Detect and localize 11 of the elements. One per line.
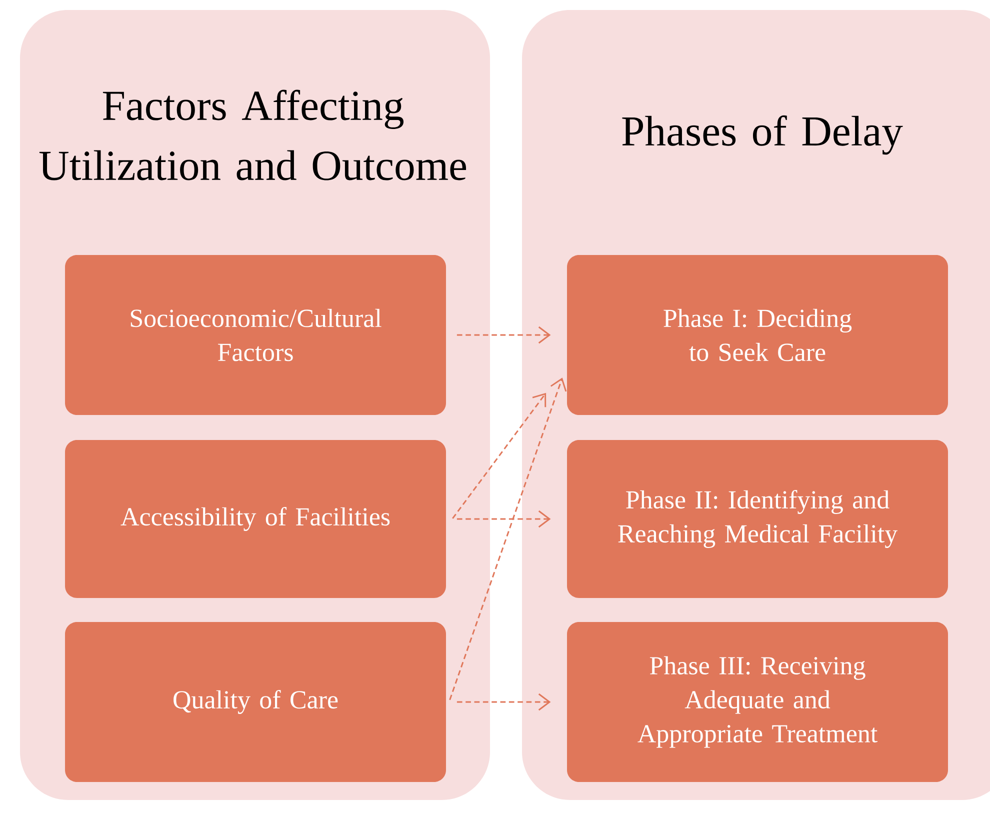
arrow [452, 392, 546, 519]
process-box: Accessibility of Facilities [65, 440, 446, 598]
process-box: Socioeconomic/Cultural Factors [65, 255, 446, 415]
arrow [456, 510, 551, 528]
process-box: Phase I: Deciding to Seek Care [567, 255, 948, 415]
process-box: Quality of Care [65, 622, 446, 782]
process-box: Phase III: Receiving Adequate and Appropriate Treatment [567, 622, 948, 782]
arrow [456, 693, 551, 711]
arrow [449, 378, 567, 700]
arrow [456, 326, 551, 344]
process-box: Phase II: Identifying and Reaching Medical Facility [567, 440, 948, 598]
